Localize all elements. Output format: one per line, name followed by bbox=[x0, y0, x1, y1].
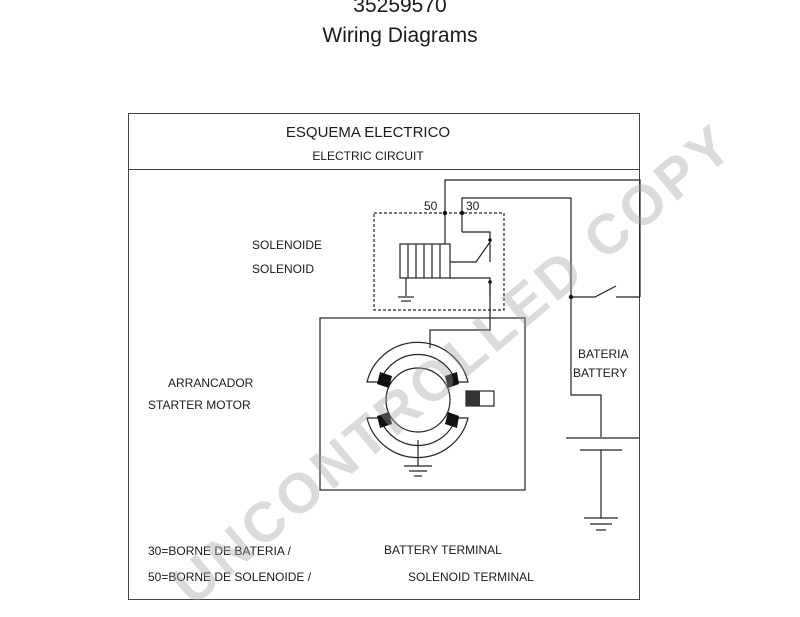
wire-battery bbox=[570, 297, 602, 437]
starter-label-en: STARTER MOTOR bbox=[148, 398, 251, 412]
page-title: Wiring Diagrams bbox=[322, 24, 478, 47]
ignition-switch bbox=[571, 285, 640, 298]
brush-bottom-left bbox=[377, 412, 392, 428]
part-number: 35259570 bbox=[353, 0, 447, 17]
wire-solenoid-motor bbox=[429, 282, 491, 348]
legend-line2-es: 50=BORNE DE SOLENOIDE / bbox=[148, 570, 312, 584]
wire-terminal-50 bbox=[444, 179, 641, 297]
solenoid-coil bbox=[399, 243, 451, 279]
solenoid-label-en: SOLENOID bbox=[252, 262, 315, 276]
motor-pole-top bbox=[366, 341, 469, 383]
legend-line2-en: SOLENOID TERMINAL bbox=[408, 570, 534, 584]
circuit-schematic bbox=[319, 179, 641, 531]
legend-line1-en: BATTERY TERMINAL bbox=[384, 543, 502, 557]
diagram-header-row bbox=[128, 113, 640, 170]
terminal-50-label: 50 bbox=[424, 199, 438, 213]
brush-bottom-right bbox=[445, 412, 459, 428]
starter-box bbox=[319, 317, 526, 491]
terminal-30-label: 30 bbox=[466, 199, 480, 213]
brush-top-right bbox=[445, 372, 459, 388]
heading-english: ELECTRIC CIRCUIT bbox=[312, 149, 424, 163]
solenoid-label-es: SOLENOIDE bbox=[252, 238, 323, 252]
brush-top-left bbox=[377, 372, 392, 388]
motor-pole-bottom bbox=[366, 417, 469, 459]
battery-label-es: BATERIA bbox=[578, 347, 629, 361]
wire-terminal-30 bbox=[461, 197, 572, 297]
heading-spanish: ESQUEMA ELECTRICO bbox=[285, 124, 451, 141]
solenoid-box bbox=[373, 212, 505, 311]
motor-armature bbox=[385, 367, 451, 433]
battery-label-en: BATTERY bbox=[573, 366, 628, 380]
legend-line1-es: 30=BORNE DE BATERIA / bbox=[148, 544, 291, 558]
starter-label-es: ARRANCADOR bbox=[168, 376, 254, 390]
